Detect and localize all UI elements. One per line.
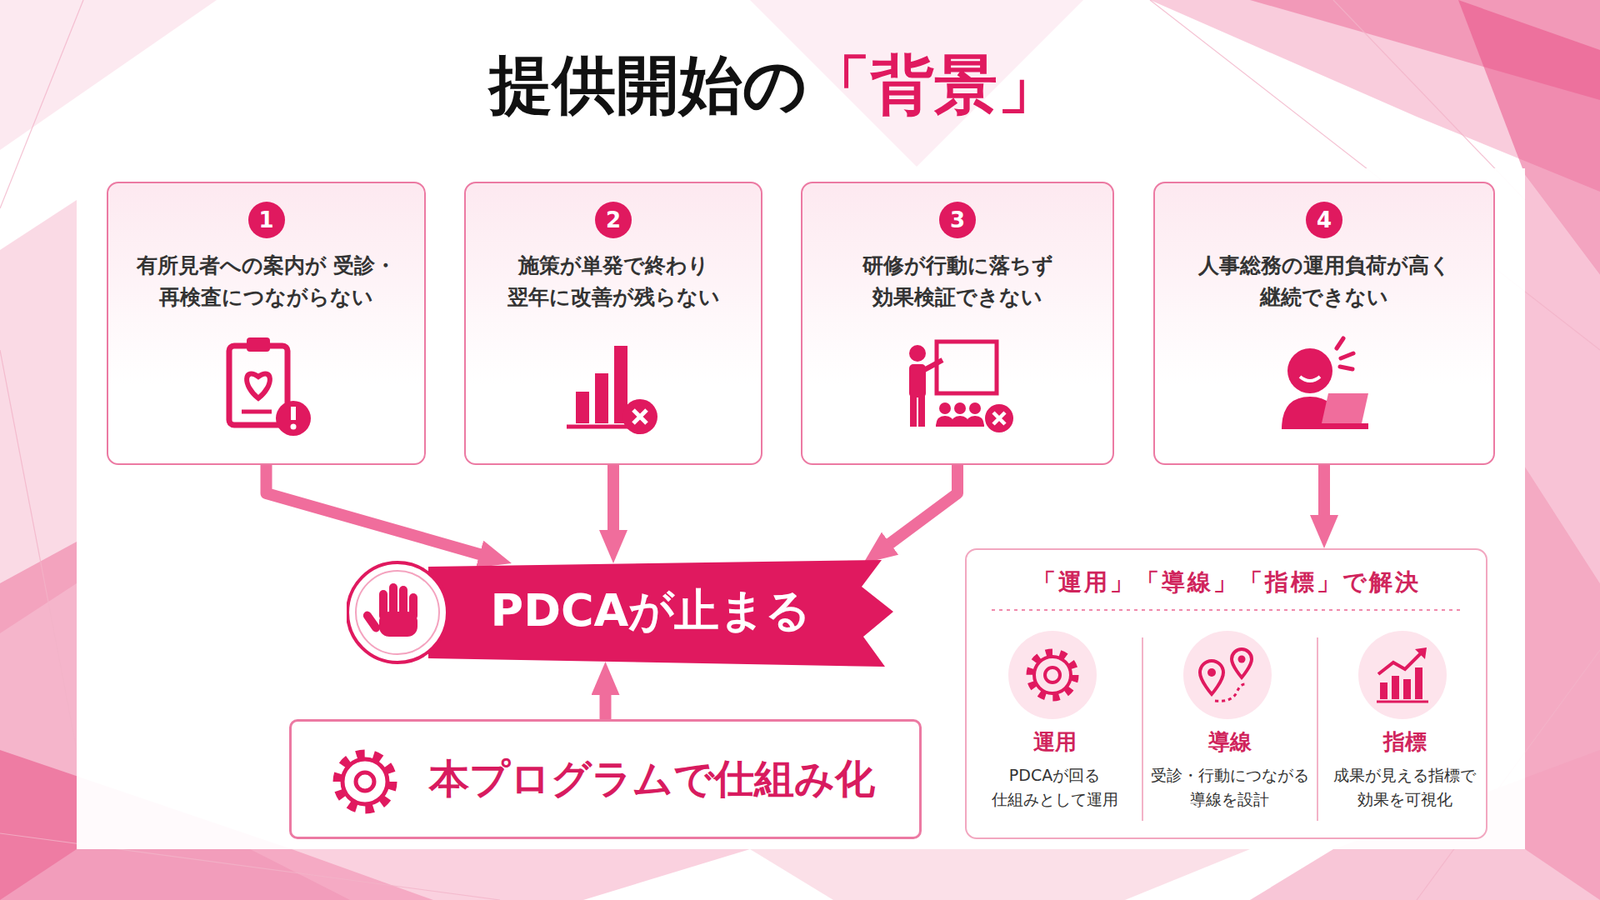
problem-card: 4 人事総務の運用負荷が高く 継続できない <box>1153 181 1495 465</box>
solution-item: 導線受診・行動につながる 導線を設計 <box>1148 629 1311 834</box>
callout-number: 2 <box>595 201 632 239</box>
title-row: 提供開始の「背景」 <box>0 43 1550 130</box>
pdca-banner: PDCAが止まる <box>346 550 897 675</box>
problem-card: 2 施策が単発で終わり 翌年に改善が残らない <box>464 181 763 465</box>
training-icon <box>899 333 1016 442</box>
item-title: 運用 <box>973 727 1136 757</box>
banner-text: PDCAが止まる <box>446 564 855 659</box>
clipboard-icon <box>208 333 325 442</box>
problem-card: 1 有所見者への案内が 受診・再検査につながらない <box>106 181 426 465</box>
growth-chart-icon <box>1356 629 1449 721</box>
item-title: 導線 <box>1148 727 1311 757</box>
item-text: PDCAが回る 仕組みとして運用 <box>973 763 1136 811</box>
program-box: 本プログラムで仕組み化 <box>289 719 922 840</box>
problem-text: 施策が単発で終わり 翌年に改善が残らない <box>477 250 750 313</box>
callout-number: 4 <box>1305 201 1343 239</box>
item-title: 指標 <box>1323 727 1486 757</box>
title-accent: 「背景」 <box>807 43 1061 130</box>
flow-arrow <box>266 465 493 558</box>
problem-text: 人事総務の運用負荷が高く 継続できない <box>1166 250 1482 313</box>
flow-arrow <box>607 465 620 544</box>
item-text: 成果が見える指標で 効果を可視化 <box>1323 763 1486 811</box>
problem-card: 3 研修が行動に落ちず 効果検証できない <box>800 181 1115 465</box>
slide-title: 提供開始の <box>489 43 808 130</box>
callout-number: 3 <box>939 201 976 239</box>
flow-arrow <box>600 681 612 720</box>
problem-text: 有所見者への案内が 受診・再検査につながらない <box>120 250 413 313</box>
callout-number: 1 <box>248 201 285 239</box>
flow-arrow <box>1318 465 1330 529</box>
program-text: 本プログラムで仕組み化 <box>429 721 903 837</box>
gear-icon <box>323 740 407 824</box>
solution-item: 運用 PDCAが回る 仕組みとして運用 <box>973 629 1136 834</box>
item-text: 受診・行動につながる 導線を設計 <box>1148 763 1311 811</box>
solution-item: 指標成果が見える指標で 効果を可視化 <box>1323 629 1486 834</box>
solution-panel: 「運用」「導線」「指標」で解決運用 PDCAが回る 仕組みとして運用導線受診・行動… <box>965 548 1488 840</box>
bar-chart-icon <box>555 333 672 442</box>
route-icon <box>1181 629 1274 721</box>
gear-icon <box>1006 629 1099 721</box>
flow-arrow <box>879 465 958 552</box>
worker-icon <box>1265 333 1383 442</box>
panel-heading: 「運用」「導線」「指標」で解決 <box>975 566 1478 599</box>
problem-text: 研修が行動に落ちず 効果検証できない <box>814 250 1101 313</box>
